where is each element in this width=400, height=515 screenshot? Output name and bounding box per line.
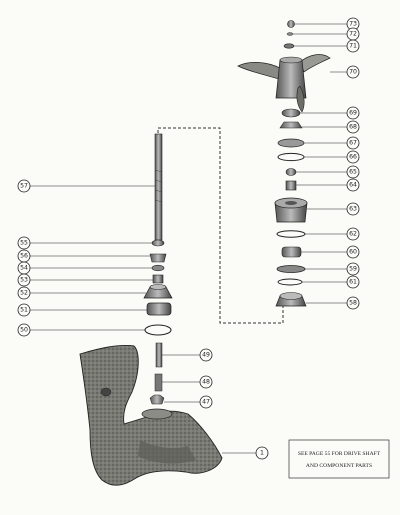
callout-69: 69: [349, 110, 357, 117]
part-62-o-ring: [276, 230, 306, 238]
callout-57: 57: [20, 183, 28, 190]
part-66-o-ring: [277, 152, 305, 162]
callout-64: 64: [349, 182, 357, 189]
part-71-washer: [283, 43, 295, 49]
note-box: [288, 439, 390, 479]
part-61-ring: [277, 278, 303, 286]
callout-70: 70: [349, 69, 357, 76]
assembly-path-line: [157, 127, 284, 324]
callout-71: 71: [349, 43, 357, 50]
callout-circles: [17, 17, 360, 460]
note-line-2: AND COMPONENT PARTS: [306, 463, 372, 469]
callout-72: 72: [349, 31, 357, 38]
part-58-gear: [275, 292, 307, 307]
part-68-washer: [279, 121, 303, 129]
part-1-gear-housing: [79, 345, 223, 486]
part-54-spring: [151, 264, 165, 272]
part-51-bearing: [146, 302, 172, 316]
part-57-shaft: [154, 133, 163, 241]
part-49-stud: [155, 342, 163, 368]
leader-lines: [30, 23, 347, 454]
part-50-o-ring: [144, 324, 172, 336]
part-55-washer: [151, 239, 165, 247]
callout-66: 66: [349, 154, 357, 161]
part-52-gear: [143, 284, 173, 299]
callout-58: 58: [349, 300, 357, 307]
callout-73: 73: [349, 21, 357, 28]
callout-55: 55: [20, 240, 28, 247]
callout-61: 61: [349, 279, 357, 286]
callout-67: 67: [349, 140, 357, 147]
callout-50: 50: [20, 327, 28, 334]
callout-52: 52: [20, 290, 28, 297]
part-63-bearing-carrier: [274, 197, 308, 223]
part-72-washer: [286, 32, 294, 36]
callout-68: 68: [349, 124, 357, 131]
callout-49: 49: [202, 352, 210, 359]
callout-59: 59: [349, 266, 357, 273]
part-70-propeller: [237, 54, 331, 113]
callout-51: 51: [20, 307, 28, 314]
part-73-nut: [287, 20, 295, 28]
callout-54: 54: [20, 265, 28, 272]
part-47-nut: [149, 394, 165, 405]
callout-56: 56: [20, 253, 28, 260]
callout-62: 62: [349, 231, 357, 238]
part-60-bearing: [281, 246, 302, 258]
reference-note: SEE PAGE 55 FOR DRIVE SHAFT AND COMPONEN…: [288, 439, 390, 479]
part-59-ring: [276, 265, 306, 273]
callout-63: 63: [349, 206, 357, 213]
callout-53: 53: [20, 277, 28, 284]
part-64-bearing: [285, 180, 297, 191]
callout-60: 60: [349, 249, 357, 256]
note-line-1: SEE PAGE 55 FOR DRIVE SHAFT: [298, 451, 381, 457]
part-65-shim: [285, 168, 297, 176]
drive-shaft-parts: [143, 133, 173, 405]
part-56-pin: [149, 253, 167, 263]
part-48-stud: [154, 373, 163, 392]
propeller-parts: [237, 20, 331, 307]
callout-65: 65: [349, 169, 357, 176]
part-67-bearing: [277, 138, 305, 148]
part-53-bushing: [152, 274, 164, 284]
callout-48: 48: [202, 379, 210, 386]
part-69-thrust-hub: [281, 108, 301, 118]
callout-47: 47: [202, 399, 210, 406]
callout-1: 1: [260, 450, 264, 457]
